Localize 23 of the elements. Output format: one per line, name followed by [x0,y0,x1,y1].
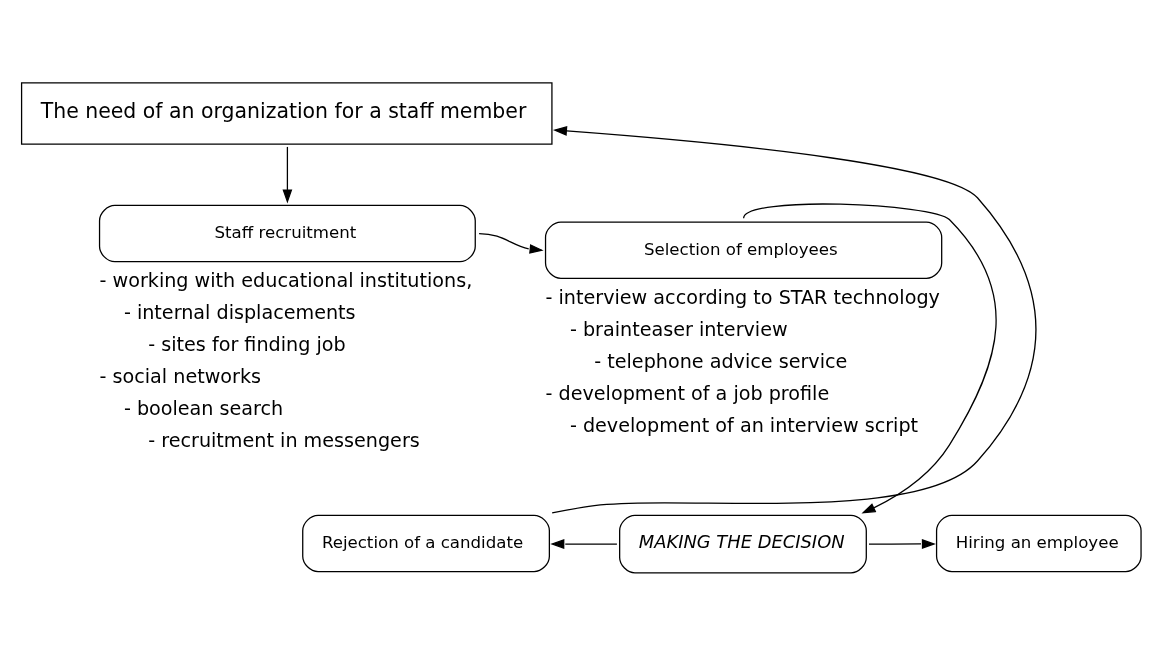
node-label: - brainteaser interview [569,317,788,341]
node-label: - boolean search [123,396,284,420]
node-label: - telephone advice service [594,349,848,373]
arrow [550,538,618,549]
arrow [282,145,293,204]
node-box: Hiring an employee [935,514,1142,572]
node-box: Rejection of a candidate [302,514,550,572]
node-label: - working with educational institutions, [99,268,473,292]
node-label: - recruitment in messengers [148,428,420,452]
arrow [868,538,936,549]
arrow [742,202,997,514]
arrow [551,125,1037,514]
node-label: - interview according to STAR technology [545,285,940,309]
node-box: The need of an organization for a staff member [20,81,553,145]
node-label: - development of a job profile [545,381,830,405]
node-label: - development of an interview script [569,413,919,437]
node-box: Selection of employees [544,220,943,279]
node-label: - internal displacements [123,300,356,324]
node-label: - sites for finding job [148,332,346,356]
arrow [478,232,544,254]
node-box: Staff recruitment [98,204,476,262]
node-box: MAKING THE DECISION [619,514,867,573]
node-label: - social networks [99,364,262,388]
